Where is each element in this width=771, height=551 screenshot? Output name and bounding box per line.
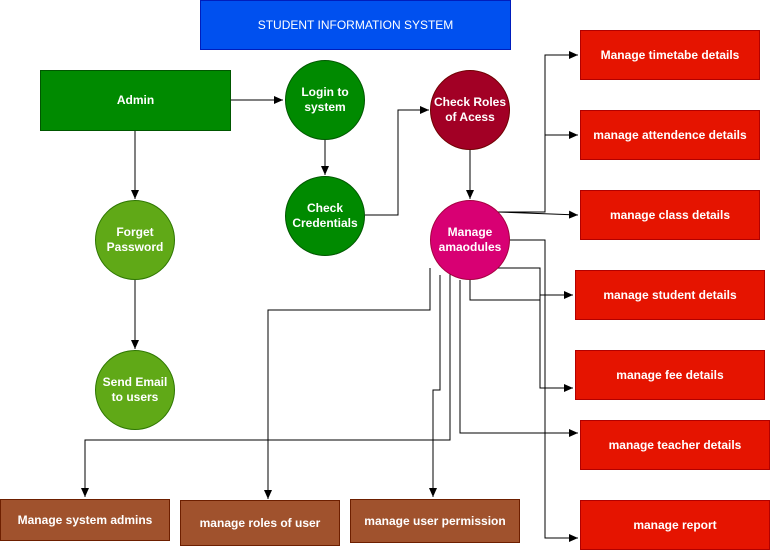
check-credentials-node: Check Credentials xyxy=(285,176,365,256)
edge-credentials-roles xyxy=(365,106,429,216)
edge-modules-permission xyxy=(429,275,441,497)
admin-node: Admin xyxy=(40,70,231,131)
system-title: STUDENT INFORMATION SYSTEM xyxy=(200,0,511,50)
forget-password-node: Forget Password xyxy=(95,200,175,280)
edge-modules-class xyxy=(497,210,579,219)
edge-modules-report xyxy=(510,239,578,542)
edge-modules-roles xyxy=(264,268,431,499)
task-system-admins: Manage system admins xyxy=(0,499,170,541)
module-report: manage report xyxy=(580,500,770,550)
edge-modules-teacher xyxy=(459,280,578,437)
send-email-node: Send Email to users xyxy=(95,350,175,430)
module-class: manage class details xyxy=(580,190,760,240)
module-timetable: Manage timetabe details xyxy=(580,30,760,80)
task-roles: manage roles of user xyxy=(180,500,340,546)
edge-modules-student xyxy=(469,280,573,301)
manage-modules-node: Manage amaodules xyxy=(430,200,510,280)
check-roles-node: Check Roles of Acess xyxy=(430,70,510,150)
task-permission: manage user permission xyxy=(350,499,520,543)
module-teacher: manage teacher details xyxy=(580,420,770,470)
edge-modules-timetable xyxy=(498,51,578,213)
login-node: Login to system xyxy=(285,60,365,140)
module-fee: manage fee details xyxy=(575,350,765,400)
edge-modules-fee xyxy=(498,267,573,392)
module-student: manage student details xyxy=(575,270,765,320)
module-attendance: manage attendence details xyxy=(580,110,760,160)
